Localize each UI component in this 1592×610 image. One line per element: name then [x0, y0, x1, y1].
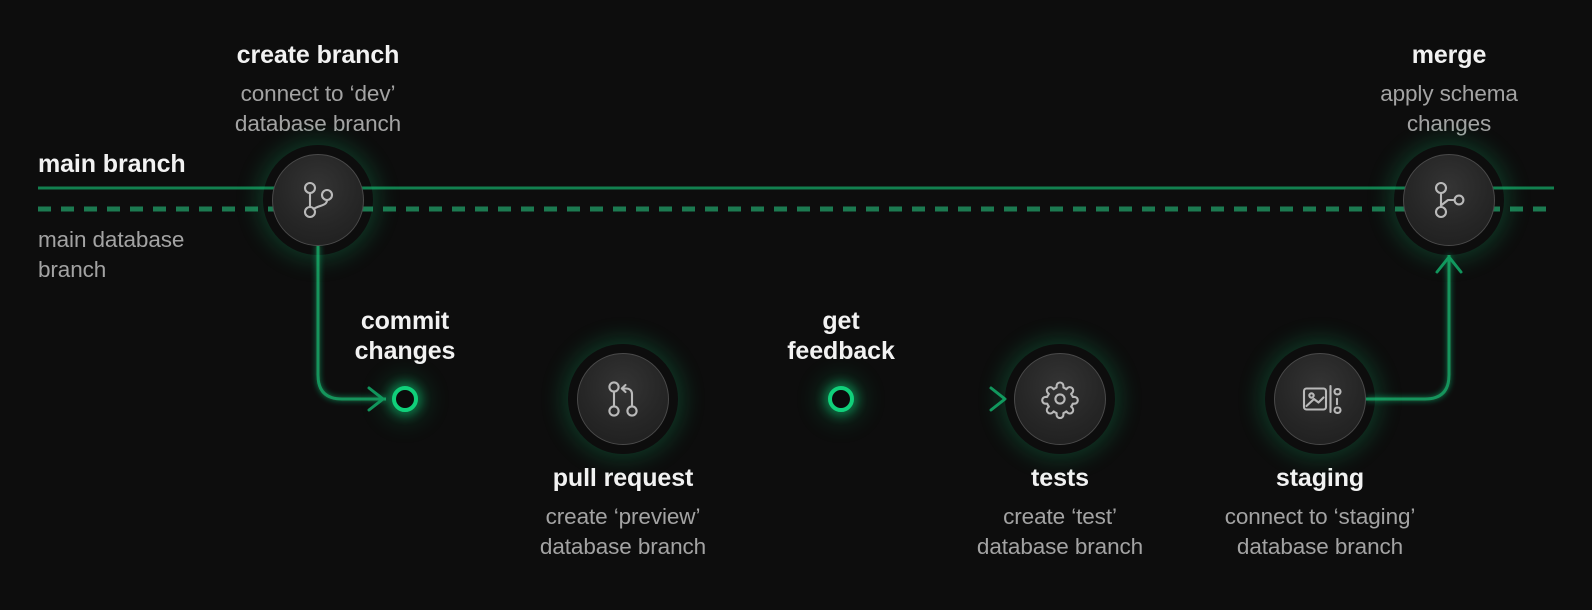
tests-title: tests: [1031, 464, 1089, 492]
commit-changes-title-line2: changes: [354, 336, 456, 365]
merge-subtitle-line2: changes: [1406, 110, 1492, 136]
create-branch-subtitle-line2: database branch: [234, 110, 402, 136]
image-binary-icon: [1297, 376, 1343, 422]
node-pull-request[interactable]: [577, 353, 669, 445]
tests-subtitle-line1: create ‘test’: [1003, 503, 1117, 529]
git-merge-icon: [1426, 177, 1472, 223]
get-feedback-title-line2: feedback: [787, 336, 895, 365]
get-feedback-labels: get feedback: [787, 307, 895, 366]
node-commit-changes[interactable]: [392, 386, 418, 412]
merge-subtitle-line1: apply schema: [1380, 80, 1518, 106]
staging-labels: staging connect to ‘staging’ database br…: [1225, 464, 1416, 562]
git-branch-icon: [295, 177, 341, 223]
get-feedback-title-line1: get: [822, 307, 860, 335]
node-merge[interactable]: [1403, 154, 1495, 246]
tests-labels: tests create ‘test’ database branch: [977, 464, 1143, 562]
create-branch-labels: create branch connect to ‘dev’ database …: [235, 41, 401, 139]
node-tests[interactable]: [1014, 353, 1106, 445]
node-create-branch[interactable]: [272, 154, 364, 246]
tests-subtitle-line2: database branch: [976, 533, 1144, 559]
pull-request-icon: [600, 376, 646, 422]
merge-title: merge: [1411, 41, 1487, 69]
gear-icon: [1037, 376, 1083, 422]
feedback-to-tests-arrowhead: [989, 386, 1007, 412]
staging-to-merge-connector: [1366, 255, 1451, 401]
create-branch-title: create branch: [236, 41, 400, 69]
main-database-branch-label-line2: branch: [38, 257, 107, 283]
staging-to-merge-arrowhead: [1435, 255, 1463, 274]
commit-changes-labels: commit changes: [355, 307, 456, 366]
node-get-feedback[interactable]: [828, 386, 854, 412]
commit-changes-title-line1: commit: [360, 307, 450, 335]
staging-subtitle-line1: connect to ‘staging’: [1224, 503, 1416, 529]
pull-request-labels: pull request create ‘preview’ database b…: [540, 464, 706, 562]
staging-title: staging: [1275, 464, 1365, 492]
node-staging[interactable]: [1274, 353, 1366, 445]
pull-request-subtitle-line1: create ‘preview’: [545, 503, 701, 529]
branch-down-arrowhead: [367, 386, 385, 412]
main-branch-label: main branch: [38, 150, 186, 178]
pull-request-subtitle-line2: database branch: [539, 533, 707, 559]
main-database-branch-label-line1: main database: [38, 227, 185, 252]
pull-request-title: pull request: [552, 464, 694, 492]
create-branch-subtitle-line1: connect to ‘dev’: [240, 80, 396, 106]
merge-labels: merge apply schema changes: [1380, 41, 1518, 139]
staging-subtitle-line2: database branch: [1236, 533, 1404, 559]
main-database-branch-label: main database branch: [38, 225, 268, 286]
